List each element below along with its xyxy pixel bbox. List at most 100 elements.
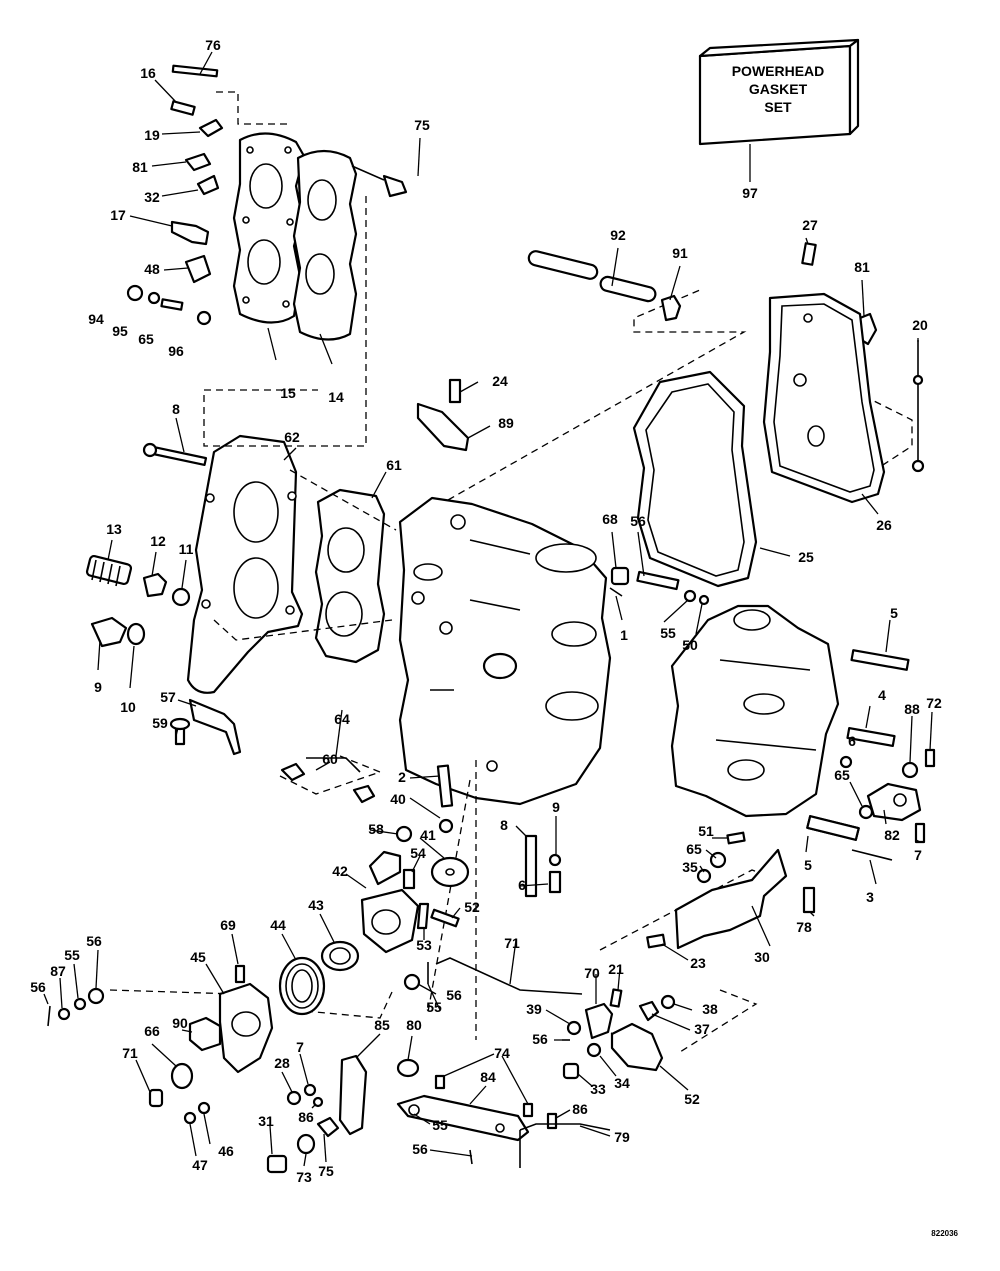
kit-box-line3: SET <box>764 99 792 115</box>
callout: 9 <box>552 799 560 815</box>
callout: 55 <box>432 1117 448 1133</box>
callout: 65 <box>834 767 850 783</box>
callout: 7 <box>296 1039 304 1055</box>
callout: 55 <box>426 999 442 1015</box>
callout: 74 <box>494 1045 510 1061</box>
callout: 56 <box>532 1031 548 1047</box>
callout: 71 <box>504 935 520 951</box>
callout: 25 <box>798 549 814 565</box>
callout: 65 <box>138 331 154 347</box>
callout: 81 <box>854 259 870 275</box>
cylinder-head-cover-group <box>126 64 408 341</box>
callout: 68 <box>602 511 618 527</box>
callout-numbers: 76 16 19 81 32 17 48 94 95 65 96 15 14 7… <box>30 37 942 1185</box>
callout: 31 <box>258 1113 274 1129</box>
callout: 97 <box>742 185 758 201</box>
callout: 95 <box>112 323 128 339</box>
callout: 86 <box>572 1101 588 1117</box>
callout: 55 <box>64 947 80 963</box>
callout: 45 <box>190 949 206 965</box>
callout: 91 <box>672 245 688 261</box>
callout-leaders <box>43 51 933 1167</box>
callout: 4 <box>878 687 886 703</box>
callout: 42 <box>332 863 348 879</box>
callout: 54 <box>410 845 426 861</box>
callout: 53 <box>416 937 432 953</box>
callout: 33 <box>590 1081 606 1097</box>
callout: 56 <box>30 979 46 995</box>
callout: 27 <box>802 217 818 233</box>
callout: 3 <box>866 889 874 905</box>
callout: 57 <box>160 689 176 705</box>
catalog-code: 822036 <box>931 1229 958 1238</box>
callout: 30 <box>754 949 770 965</box>
callout: 56 <box>86 933 102 949</box>
callout: 5 <box>804 857 812 873</box>
throttle-linkage-group <box>47 825 470 1174</box>
gasket-set-box: POWERHEAD GASKET SET <box>698 38 860 178</box>
callout: 56 <box>446 987 462 1003</box>
callout: 34 <box>614 1075 630 1091</box>
callout: 59 <box>152 715 168 731</box>
callout: 70 <box>584 965 600 981</box>
callout: 61 <box>386 457 402 473</box>
callout: 43 <box>308 897 324 913</box>
callout: 94 <box>88 311 104 327</box>
callout: 76 <box>205 37 221 53</box>
callout: 32 <box>144 189 160 205</box>
callout: 16 <box>140 65 156 81</box>
callout: 8 <box>172 401 180 417</box>
callout: 11 <box>179 541 194 557</box>
callout: 82 <box>884 827 900 843</box>
callout: 13 <box>106 521 122 537</box>
callout: 8 <box>500 817 508 833</box>
callout: 14 <box>328 389 344 405</box>
callout: 73 <box>296 1169 312 1185</box>
callout: 47 <box>192 1157 208 1173</box>
callout: 75 <box>318 1163 334 1179</box>
callout: 1 <box>620 627 628 643</box>
callout: 6 <box>518 877 526 893</box>
callout: 24 <box>492 373 508 389</box>
callout: 40 <box>390 791 406 807</box>
callout: 50 <box>682 637 698 653</box>
callout: 38 <box>702 1001 718 1017</box>
callout: 35 <box>682 859 698 875</box>
callout: 64 <box>334 711 350 727</box>
crankcase-half <box>670 604 936 884</box>
callout: 56 <box>412 1141 428 1157</box>
callout: 52 <box>684 1091 700 1107</box>
callout: 86 <box>298 1109 314 1125</box>
lower-right-linkage <box>396 815 860 1168</box>
callout: 81 <box>132 159 148 175</box>
callout: 65 <box>686 841 702 857</box>
callout: 7 <box>914 847 922 863</box>
callout: 5 <box>890 605 898 621</box>
callout: 80 <box>406 1017 422 1033</box>
callout: 51 <box>698 823 714 839</box>
callout: 62 <box>284 429 300 445</box>
callout: 10 <box>120 699 136 715</box>
kit-box-line1: POWERHEAD <box>732 63 825 79</box>
callout: 21 <box>608 961 624 977</box>
callout: 85 <box>374 1017 390 1033</box>
callout: 58 <box>368 821 384 837</box>
callout: 20 <box>912 317 928 333</box>
callout: 88 <box>904 701 920 717</box>
callout: 26 <box>876 517 892 533</box>
callout: 23 <box>690 955 706 971</box>
callout: 2 <box>398 769 406 785</box>
callout: 96 <box>168 343 184 359</box>
block-hardware <box>280 378 710 898</box>
callout: 41 <box>420 827 436 843</box>
callout: 12 <box>150 533 166 549</box>
kit-box-line2: GASKET <box>749 81 808 97</box>
callout: 71 <box>122 1045 138 1061</box>
callout: 6 <box>848 733 856 749</box>
callout: 9 <box>94 679 102 695</box>
callout: 87 <box>50 963 66 979</box>
callout: 48 <box>144 261 160 277</box>
callout: 52 <box>464 899 480 915</box>
callout: 39 <box>526 1001 542 1017</box>
